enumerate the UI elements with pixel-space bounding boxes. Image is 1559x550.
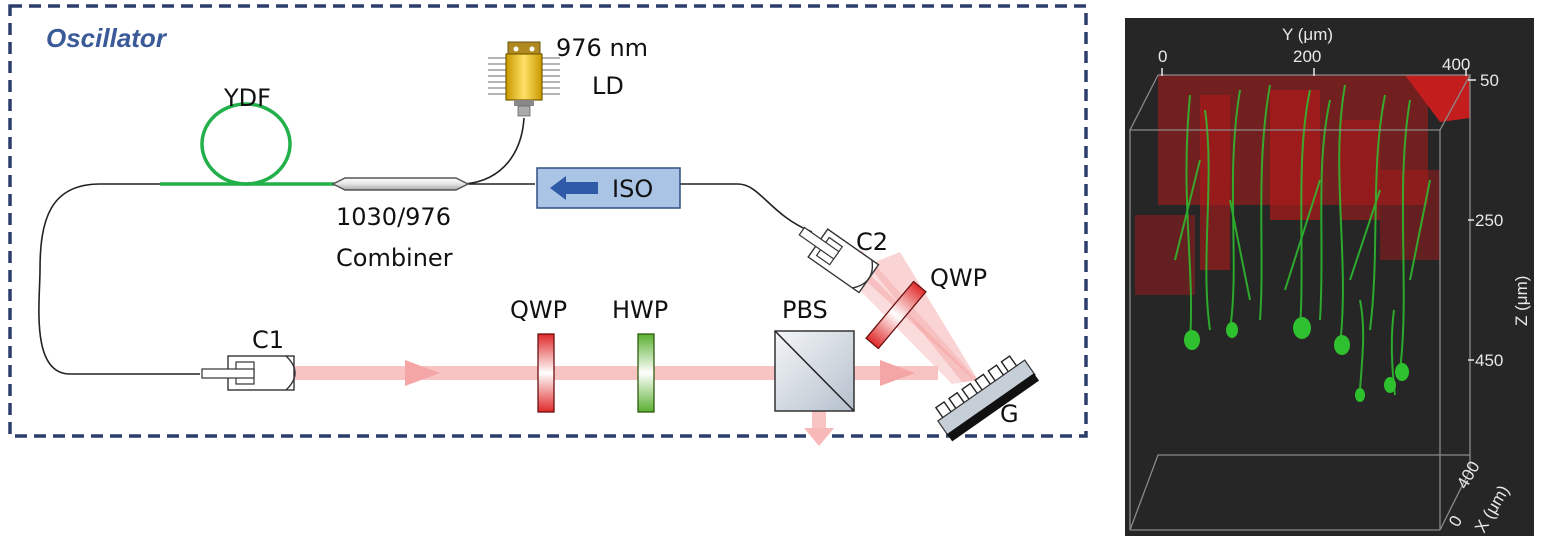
- qwp-right-label: QWP: [930, 264, 987, 292]
- c1-label: C1: [252, 326, 284, 354]
- hwp-plate: [637, 333, 655, 413]
- beam-arrow-icon-2: [880, 360, 915, 386]
- neuron-signal: [1174, 84, 1431, 396]
- combiner-label-line2: Combiner: [336, 244, 453, 272]
- vessel-signal: [1135, 75, 1470, 295]
- y-tick-1: 200: [1293, 47, 1321, 66]
- oscillator-title: Oscillator: [46, 23, 168, 53]
- qwp-label: QWP: [510, 296, 567, 324]
- isolator: [536, 167, 681, 209]
- volume-bounding-box: [1128, 74, 1472, 531]
- qwp-plate-right: [865, 280, 927, 350]
- hwp-label: HWP: [612, 296, 668, 324]
- collimator-c2: [798, 226, 880, 294]
- laser-diode-icon: [488, 41, 560, 117]
- z-tick-0: 50: [1480, 71, 1499, 90]
- grating: [934, 355, 1040, 442]
- collimator-c1: [201, 355, 296, 391]
- grating-label: G: [1000, 400, 1019, 428]
- y-tick-2: 400: [1442, 55, 1470, 74]
- combiner-label-line1: 1030/976: [336, 203, 451, 231]
- ld-label-line1: 976 nm: [556, 34, 648, 62]
- y-tick-0: 0: [1158, 47, 1167, 66]
- c2-label: C2: [856, 228, 888, 256]
- z-axis-title: Z (μm): [1512, 276, 1531, 326]
- fiber-path: [38, 117, 813, 375]
- neuron-somata: [1184, 317, 1409, 402]
- volume-image-panel: Y (μm) 0 200 400 50 250 450 Z (μm) 0 400…: [1125, 18, 1534, 536]
- ld-label-line2: LD: [592, 72, 624, 100]
- laser-beam: [293, 250, 978, 446]
- oscillator-frame: [8, 4, 1088, 438]
- z-tick-1: 250: [1475, 211, 1503, 230]
- pbs-label: PBS: [782, 296, 828, 324]
- iso-label: ISO: [612, 175, 653, 203]
- qwp-plate: [537, 333, 555, 413]
- ydf-label: YDF: [223, 84, 271, 112]
- combiner: [331, 177, 470, 191]
- beam-arrow-icon: [405, 360, 440, 386]
- iso-arrow-icon: [550, 176, 598, 200]
- z-tick-2: 450: [1475, 351, 1503, 370]
- ydf-fiber-coil: [160, 102, 335, 186]
- pbs-cube: [774, 330, 855, 412]
- y-axis-title: Y (μm): [1282, 25, 1333, 44]
